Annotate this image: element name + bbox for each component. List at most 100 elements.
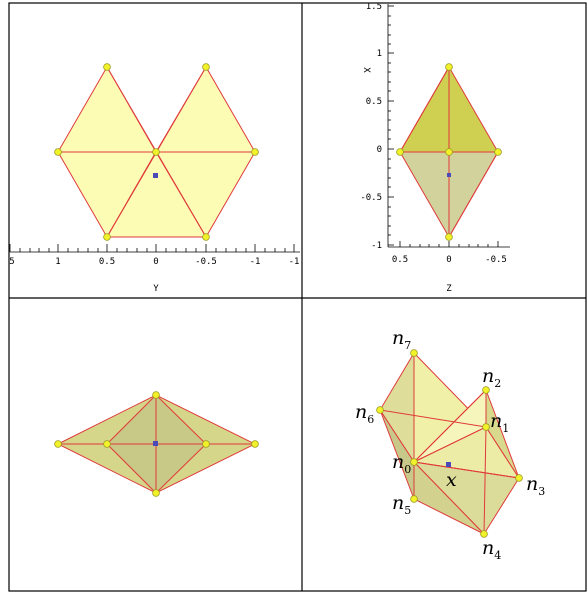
tr-y-tick-label: 0 [377, 145, 382, 155]
bl-node [251, 440, 259, 448]
panel-top-right: 1.5 1 0.5 0 -0.5 -1 X 0.5 0 -0.5 Z [360, 2, 510, 294]
panel-borders [8, 2, 587, 592]
label-n5: n5 [392, 492, 411, 517]
label-n3-sub: 3 [538, 485, 545, 498]
br-edge [379, 409, 487, 428]
tr-edge [399, 66, 450, 153]
tl-tick-label: 5 [9, 257, 14, 267]
br-node-labels: n7 n2 n6 n1 n0 x n3 n5 n4 [355, 327, 545, 562]
bl-node [202, 440, 210, 448]
tl-nodes [54, 63, 259, 241]
panel-bottom-left [54, 391, 259, 497]
panel-bottom-right: n7 n2 n6 n1 n0 x n3 n5 n4 [355, 327, 545, 562]
tr-node [445, 148, 453, 156]
label-n6-main: n [355, 401, 367, 423]
tr-y-tick-labels: 1.5 1 0.5 0 -0.5 -1 [360, 2, 382, 251]
br-edges [379, 353, 520, 535]
label-n6-sub: 6 [367, 413, 374, 426]
br-face [485, 389, 520, 479]
label-n4: n4 [482, 537, 501, 562]
tl-node [54, 148, 62, 156]
tl-node [251, 148, 259, 156]
tr-x-tick-label: 0 [446, 255, 451, 265]
frame-outer [8, 2, 587, 592]
tr-node [445, 63, 453, 71]
br-center-point [446, 462, 451, 467]
label-n3: n3 [526, 473, 545, 498]
tr-y-tick-label: 1 [377, 49, 382, 59]
tr-center-point [447, 173, 451, 177]
tr-nodes [396, 63, 502, 241]
label-n3-main: n [526, 473, 538, 495]
label-n2: n2 [482, 365, 501, 390]
br-faces [379, 351, 521, 535]
bl-node [54, 440, 62, 448]
br-node-n5 [410, 495, 418, 503]
tl-node [202, 63, 210, 71]
tl-node [103, 63, 111, 71]
label-n1-main: n [490, 410, 502, 432]
br-node-n1 [482, 423, 490, 431]
br-node-n2 [482, 386, 490, 394]
label-n1-sub: 1 [502, 422, 509, 435]
tl-center-point [153, 173, 158, 178]
br-node-n7 [410, 349, 418, 357]
label-n0: n0 [392, 451, 411, 476]
label-n2-main: n [482, 365, 494, 387]
tl-tick-label: 1 [55, 257, 60, 267]
tr-x-axis-title: Z [446, 284, 452, 294]
tl-tick-label: -1 [289, 257, 300, 267]
tr-y-axis-title: X [361, 67, 371, 73]
tl-node [103, 233, 111, 241]
tr-y-tick-label: 1.5 [366, 2, 382, 12]
label-n7-sub: 7 [404, 339, 411, 352]
label-n2-sub: 2 [494, 377, 501, 390]
tl-tick-label: -0.5 [195, 257, 217, 267]
label-n1: n1 [490, 410, 509, 435]
bl-node [152, 391, 160, 399]
label-n5-sub: 5 [404, 504, 411, 517]
label-n4-sub: 4 [494, 549, 501, 562]
br-edge [483, 426, 487, 535]
tl-tick-label: -1 [250, 257, 261, 267]
bl-center-point [153, 441, 158, 446]
label-n6: n6 [355, 401, 374, 426]
br-node-n4 [480, 530, 488, 538]
label-x: x [446, 469, 457, 491]
label-n0-sub: 0 [404, 463, 411, 476]
tr-x-axis [388, 241, 510, 248]
br-node-n0 [410, 458, 418, 466]
tl-node [202, 233, 210, 241]
bl-edge [155, 443, 207, 494]
br-node-n6 [376, 406, 384, 414]
panel-top-left: 5 1 0.5 0 -0.5 -1 -1 Y [9, 63, 300, 294]
tr-y-tick-label: -1 [371, 241, 382, 251]
tl-tick-label: 0 [153, 257, 158, 267]
tl-tick-label: 0.5 [99, 257, 115, 267]
tl-node [152, 148, 160, 156]
br-node-n3 [515, 474, 523, 482]
tr-node [396, 148, 404, 156]
bl-nodes [54, 391, 259, 497]
label-n7: n7 [392, 327, 411, 352]
tr-y-tick-label: 0.5 [366, 97, 382, 107]
tr-x-tick-labels: 0.5 0 -0.5 [392, 255, 507, 265]
bl-edge [155, 394, 207, 445]
tr-edge [448, 151, 499, 238]
tl-tick-labels: 5 1 0.5 0 -0.5 -1 -1 [9, 257, 299, 267]
label-n5-main: n [392, 492, 404, 514]
bl-edge [106, 394, 157, 445]
label-n0-main: n [392, 451, 404, 473]
bl-node [152, 489, 160, 497]
tr-y-axis [387, 4, 394, 247]
bl-node [103, 440, 111, 448]
label-n7-main: n [392, 327, 404, 349]
tl-axis-title: Y [153, 284, 159, 294]
tr-x-tick-label: 0.5 [392, 255, 408, 265]
bl-edge [106, 443, 157, 494]
label-n4-main: n [482, 537, 494, 559]
tl-x-axis [9, 244, 300, 253]
br-nodes [376, 349, 523, 538]
tr-node [494, 148, 502, 156]
